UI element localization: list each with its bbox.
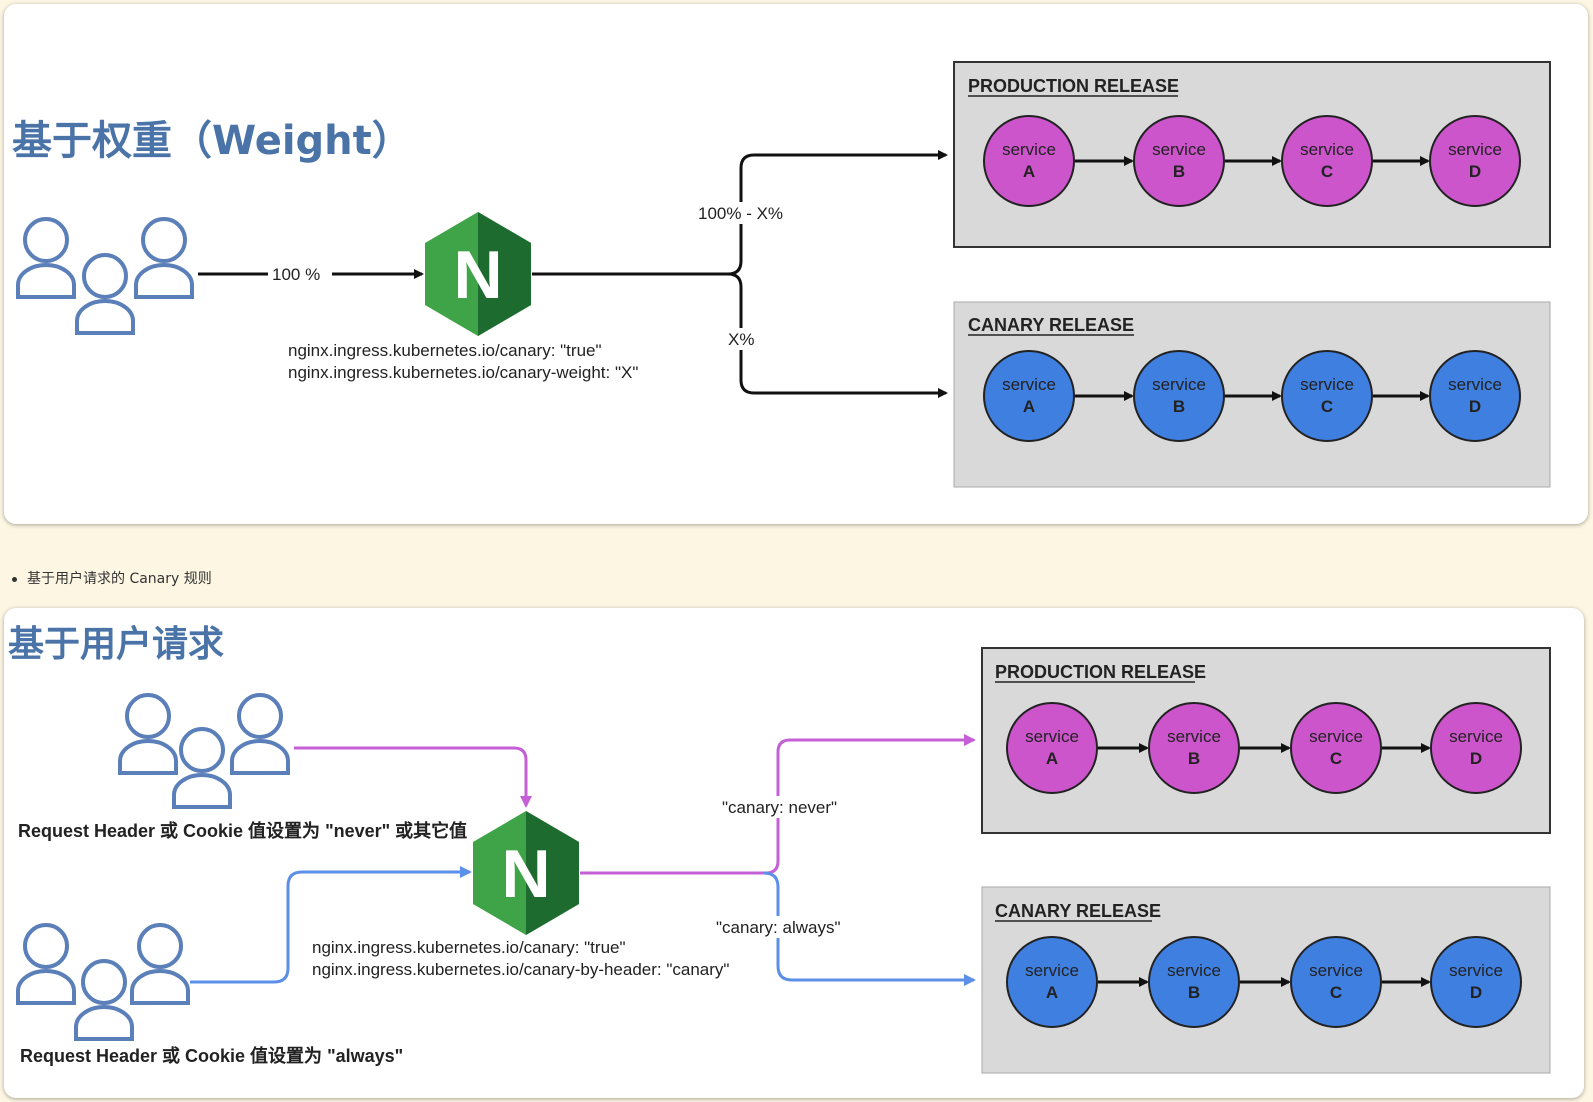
service-word: service bbox=[1309, 961, 1363, 980]
service-word: service bbox=[1002, 375, 1056, 394]
service-circle bbox=[983, 350, 1075, 442]
users-icon bbox=[16, 217, 194, 335]
request-always-label: Request Header 或 Cookie 值设置为 "always" bbox=[20, 1045, 403, 1066]
request-annotation-1: nginx.ingress.kubernetes.io/canary: "tru… bbox=[312, 938, 626, 957]
service-circle bbox=[1429, 115, 1521, 207]
service-word: service bbox=[1167, 961, 1221, 980]
bullet-item: 基于用户请求的 Canary 规则 bbox=[12, 568, 212, 588]
weight-heading: 基于权重（Weight） bbox=[12, 118, 412, 164]
canary-release-title: CANARY RELEASE bbox=[995, 901, 1161, 921]
service-word: service bbox=[1025, 727, 1079, 746]
service-letter: D bbox=[1470, 983, 1482, 1002]
service-letter: B bbox=[1173, 397, 1185, 416]
service-letter: C bbox=[1321, 162, 1333, 181]
service-letter: C bbox=[1330, 983, 1342, 1002]
bullet-dot bbox=[12, 576, 17, 582]
service-circle bbox=[983, 115, 1075, 207]
service-word: service bbox=[1152, 140, 1206, 159]
weight-annotation-1: nginx.ingress.kubernetes.io/canary: "tru… bbox=[288, 341, 602, 360]
service-word: service bbox=[1449, 727, 1503, 746]
service-circle bbox=[1290, 936, 1382, 1028]
service-circle bbox=[1006, 702, 1098, 794]
service-circle bbox=[1006, 936, 1098, 1028]
service-letter: D bbox=[1469, 397, 1481, 416]
service-circle bbox=[1133, 350, 1225, 442]
weight-diagram: 基于权重（Weight） 100 % N nginx.ingress.kuber… bbox=[12, 61, 1551, 488]
service-circle bbox=[1281, 115, 1373, 207]
weight-annotation-2: nginx.ingress.kubernetes.io/canary-weigh… bbox=[288, 363, 638, 382]
service-letter: A bbox=[1046, 749, 1058, 768]
service-circle bbox=[1290, 702, 1382, 794]
service-word: service bbox=[1448, 140, 1502, 159]
edge-label-never: "canary: never" bbox=[722, 798, 837, 817]
service-circle bbox=[1429, 350, 1521, 442]
nginx-logo: N bbox=[473, 811, 579, 935]
service-word: service bbox=[1002, 140, 1056, 159]
request-diagram: 基于用户请求 Request Header 或 Cookie 值设置为 "nev… bbox=[8, 624, 1551, 1074]
edge-label-always: "canary: always" bbox=[716, 918, 841, 937]
service-circle bbox=[1281, 350, 1373, 442]
service-word: service bbox=[1300, 375, 1354, 394]
edge-label-production: 100% - X% bbox=[698, 204, 783, 223]
service-letter: D bbox=[1469, 162, 1481, 181]
service-letter: A bbox=[1023, 397, 1035, 416]
request-annotation-2: nginx.ingress.kubernetes.io/canary-by-he… bbox=[312, 960, 729, 979]
edge-label-100: 100 % bbox=[272, 265, 320, 284]
users-never-icon bbox=[118, 693, 290, 809]
service-circle bbox=[1148, 702, 1240, 794]
canary-release-title: CANARY RELEASE bbox=[968, 315, 1134, 335]
request-heading: 基于用户请求 bbox=[8, 624, 224, 665]
service-word: service bbox=[1025, 961, 1079, 980]
weight-diagram-card: 基于权重（Weight） 100 % N nginx.ingress.kuber… bbox=[4, 4, 1588, 524]
svg-text:N: N bbox=[453, 237, 502, 313]
service-word: service bbox=[1448, 375, 1502, 394]
service-letter: A bbox=[1023, 162, 1035, 181]
service-letter: B bbox=[1188, 749, 1200, 768]
service-circle bbox=[1430, 936, 1522, 1028]
service-letter: C bbox=[1321, 397, 1333, 416]
service-letter: B bbox=[1173, 162, 1185, 181]
service-letter: C bbox=[1330, 749, 1342, 768]
service-word: service bbox=[1152, 375, 1206, 394]
service-circle bbox=[1148, 936, 1240, 1028]
service-circle bbox=[1430, 702, 1522, 794]
service-word: service bbox=[1309, 727, 1363, 746]
service-letter: B bbox=[1188, 983, 1200, 1002]
nginx-logo: N bbox=[425, 212, 531, 336]
production-release-title: PRODUCTION RELEASE bbox=[968, 76, 1179, 96]
service-word: service bbox=[1167, 727, 1221, 746]
service-word: service bbox=[1449, 961, 1503, 980]
service-letter: A bbox=[1046, 983, 1058, 1002]
production-release-title: PRODUCTION RELEASE bbox=[995, 662, 1206, 682]
users-always-icon bbox=[16, 923, 190, 1041]
service-circle bbox=[1133, 115, 1225, 207]
edge-label-canary: X% bbox=[728, 330, 754, 349]
service-letter: D bbox=[1470, 749, 1482, 768]
svg-text:N: N bbox=[501, 836, 550, 912]
request-diagram-card: 基于用户请求 Request Header 或 Cookie 值设置为 "nev… bbox=[4, 608, 1584, 1098]
bullet-text: 基于用户请求的 Canary 规则 bbox=[27, 571, 212, 587]
service-word: service bbox=[1300, 140, 1354, 159]
request-never-label: Request Header 或 Cookie 值设置为 "never" 或其它… bbox=[18, 820, 467, 841]
